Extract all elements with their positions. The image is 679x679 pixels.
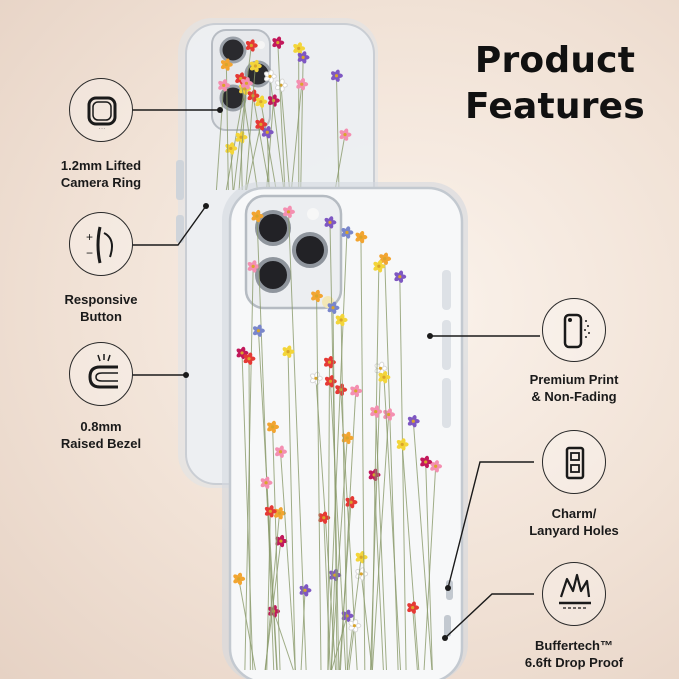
back-phone-side-button — [176, 160, 184, 200]
front-phone-case — [222, 182, 468, 679]
title-line-2: Features — [465, 86, 645, 127]
title-line-1: Product — [474, 40, 636, 81]
page-title: Product Features — [440, 38, 670, 130]
svg-text:−: − — [86, 246, 93, 260]
feature-print-badge — [542, 298, 606, 362]
lanyard-holes-icon — [565, 446, 585, 480]
premium-print-icon — [563, 313, 590, 349]
camera-ring-icon: - - - — [87, 96, 117, 130]
callout-lines — [132, 109, 540, 639]
feature-bezel-badge — [69, 342, 133, 406]
svg-text:- - -: - - - — [99, 125, 106, 130]
feature-camera-ring-badge: - - - — [69, 78, 133, 142]
feature-button-badge: + − — [69, 212, 133, 276]
feature-print-label: Premium Print& Non-Fading — [529, 372, 619, 404]
raised-bezel-icon — [88, 354, 118, 389]
feature-lanyard-label: Charm/Lanyard Holes — [529, 506, 619, 538]
drop-proof-icon — [559, 573, 591, 609]
responsive-button-icon: + − — [86, 226, 113, 264]
svg-text:+: + — [86, 230, 93, 244]
feature-drop-badge — [542, 562, 606, 626]
front-floral-print — [233, 205, 443, 671]
front-camera-module — [244, 194, 343, 310]
feature-lanyard-badge — [542, 430, 606, 494]
callout-dots — [183, 107, 451, 641]
back-floral-print — [215, 36, 352, 191]
